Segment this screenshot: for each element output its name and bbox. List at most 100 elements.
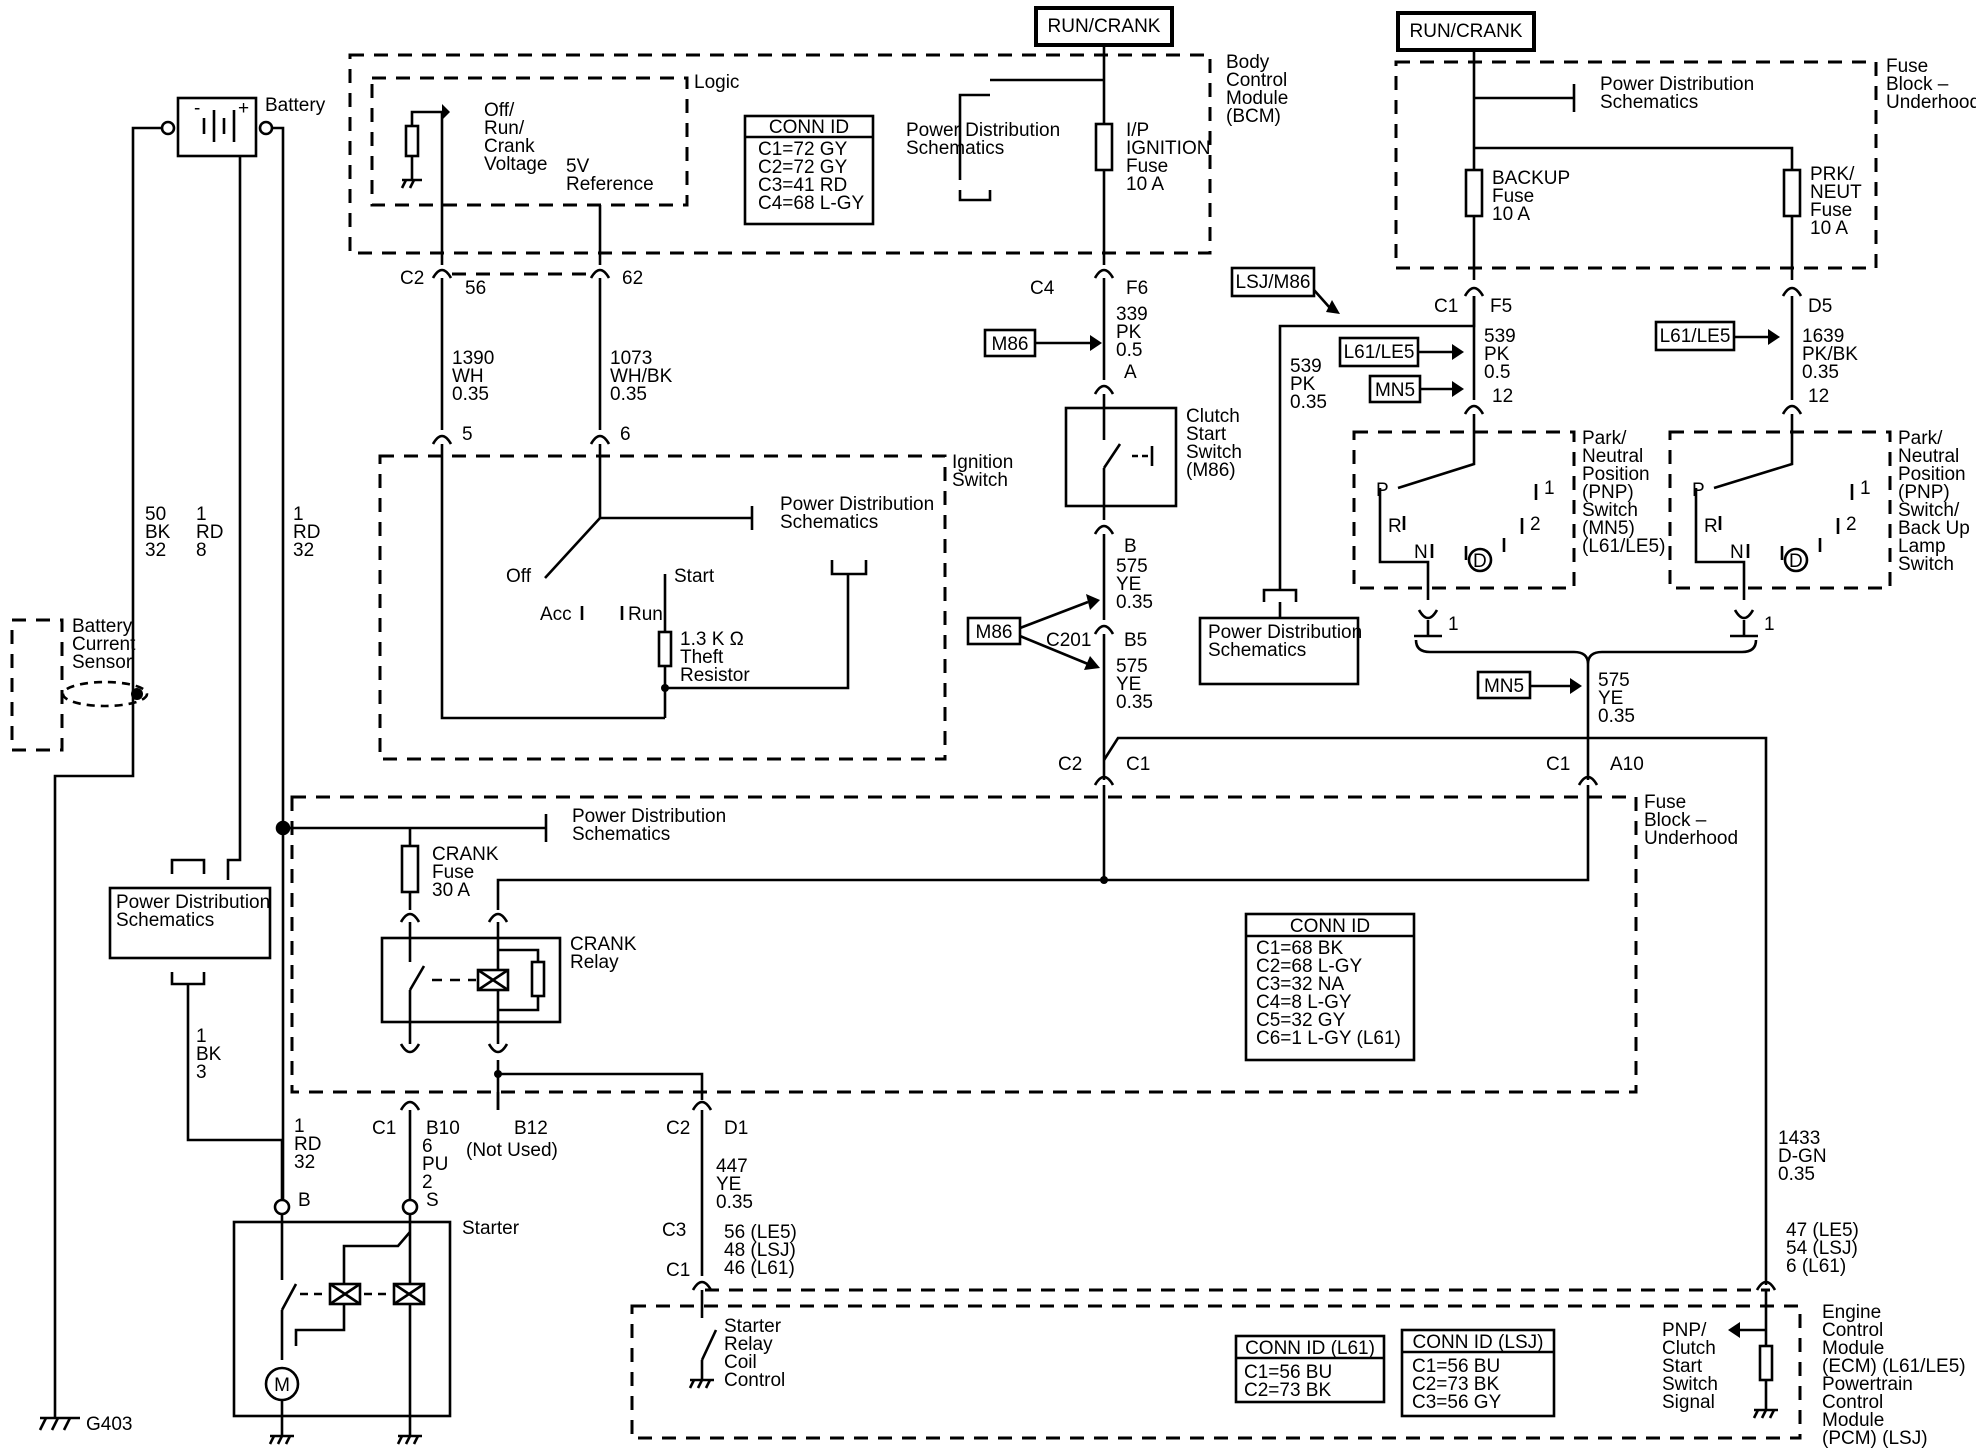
ground-icon (688, 1378, 714, 1389)
fuse-top-d5-label: D5 (1808, 296, 1832, 317)
fb-bottom-c1-right: C1 (1546, 754, 1570, 775)
fb-bottom-conn-id-table (1244, 912, 1416, 1062)
pnp-pds-box (1198, 616, 1360, 686)
bcm-f6-label: F6 (1126, 278, 1148, 299)
pnp-left-one: 1 (1544, 478, 1555, 499)
battery-current-sensor-box (10, 618, 64, 752)
ecm-conn-id-l61-title: CONN ID (L61) (1245, 1338, 1375, 1359)
backup-fuse (1464, 168, 1484, 218)
bcm-pin-56: 56 (465, 278, 486, 299)
fb-b10-label: B10 (426, 1118, 460, 1139)
pnp-left-p: P (1376, 480, 1389, 501)
ign-pin-6: 6 (620, 424, 631, 445)
fuse-top-c1-label: C1 (1434, 296, 1458, 317)
pnp-switch-left-box (1352, 430, 1576, 590)
starter-title: Starter (462, 1218, 520, 1239)
run-crank-label-left: RUN/CRANK (1048, 16, 1161, 37)
bcm-logic-label: Logic (694, 72, 739, 93)
pnp-left-n: N (1414, 542, 1428, 563)
starter-motor-label: M (274, 1375, 290, 1396)
ip-ignition-fuse (1094, 122, 1114, 172)
ign-run-label: Run (628, 604, 663, 625)
starter-s-label: S (426, 1190, 439, 1211)
pnp-left-two: 2 (1530, 514, 1541, 535)
ignition-switch-box (378, 454, 947, 761)
ground-g403-label: G403 (86, 1414, 132, 1435)
bcm-c2-label: C2 (400, 268, 424, 289)
power-dist-box-left (108, 886, 272, 960)
ign-off-label: Off (506, 566, 532, 587)
ign-pin-5: 5 (462, 424, 473, 445)
ecm-c1-label: C1 (666, 1260, 690, 1281)
clutch-start-switch (1064, 406, 1178, 508)
option-l61-le5-box-b (1654, 320, 1736, 352)
option-l61-le5-a: L61/LE5 (1344, 342, 1415, 363)
ecm-module-box (630, 1304, 1802, 1440)
fb-c2-label: C2 (666, 1118, 690, 1139)
fb-bottom-a10: A10 (1610, 754, 1644, 775)
bcm-logic-box (370, 76, 689, 207)
bcm-conn-id-table (743, 114, 875, 226)
battery-minus: - (194, 98, 200, 119)
ground-icon (1752, 1408, 1778, 1419)
bottom-fb-c1-label: C1 (1126, 754, 1150, 775)
ign-start-label: Start (674, 566, 715, 587)
theft-resistor (657, 630, 673, 668)
starter-b-label: B (298, 1190, 311, 1211)
clutch-pin-b: B (1124, 536, 1137, 557)
battery-plus: + (238, 98, 249, 119)
fb-c1-label: C1 (372, 1118, 396, 1139)
prk-neut-fuse (1782, 168, 1802, 218)
pnp-right-pin-12: 12 (1808, 386, 1829, 407)
fb-not-used-label: (Not Used) (466, 1140, 558, 1161)
option-l61-le5-box-a (1338, 336, 1420, 368)
option-mn5-a: MN5 (1375, 380, 1415, 401)
ecm-conn-id-l61-table (1234, 1334, 1386, 1404)
ecm-conn-id-lsj-table (1400, 1328, 1556, 1418)
ecm-pins-right: 47 (LE5)54 (LSJ)6 (L61) (1786, 1220, 1859, 1277)
pnp-right-two: 2 (1846, 514, 1857, 535)
crank-fuse (400, 844, 420, 894)
bcm-pullup-resistor (404, 124, 420, 158)
option-m86-box-b (966, 616, 1022, 646)
option-m86-box-a (983, 328, 1037, 358)
option-m86-a: M86 (992, 334, 1029, 355)
fb-bottom-conn-id-title: CONN ID (1290, 916, 1370, 937)
bcm-pin-62: 62 (622, 268, 643, 289)
run-crank-label-right: RUN/CRANK (1410, 21, 1523, 42)
fb-d1-label: D1 (724, 1118, 748, 1139)
ground-icon (396, 1434, 422, 1445)
